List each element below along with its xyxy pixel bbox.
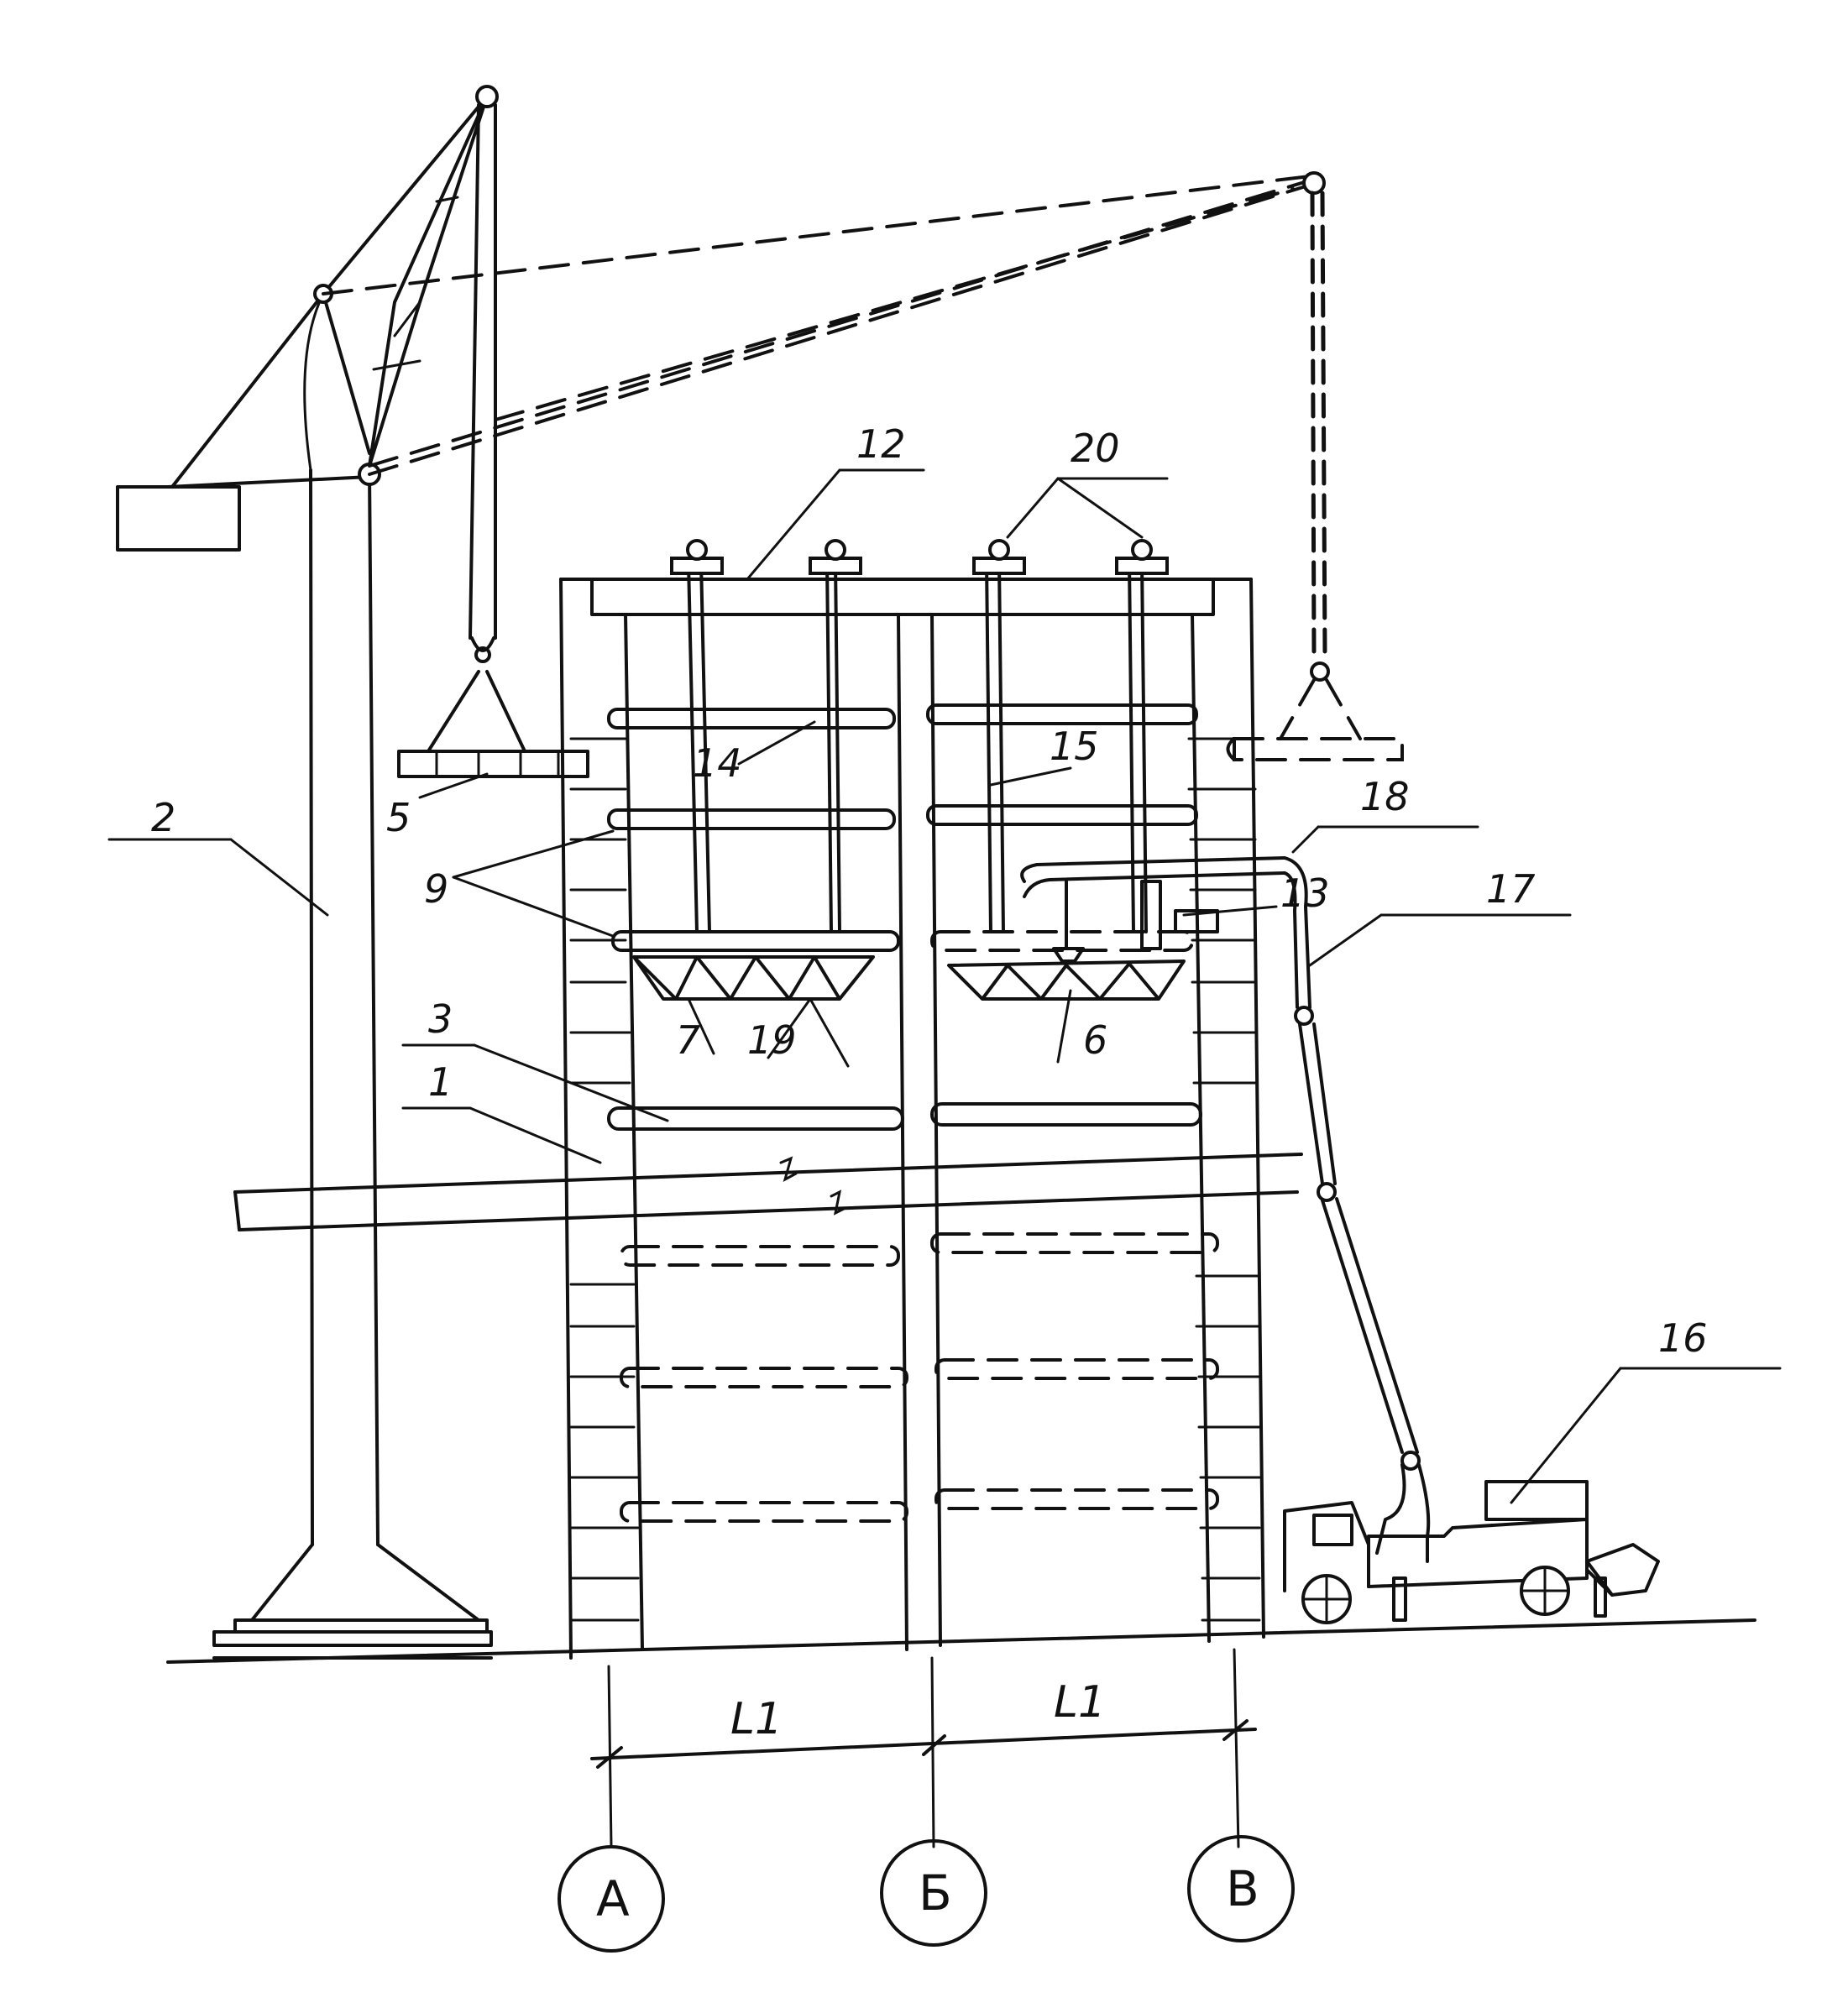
- leader-lines: [107, 468, 1782, 1504]
- axis-v-bubble: [1187, 1835, 1295, 1942]
- crane-boom-alternate-position: [322, 171, 1404, 761]
- label-6: 6: [1083, 1017, 1107, 1063]
- building-frame: [233, 539, 1303, 1660]
- label-17: 17: [1486, 866, 1536, 912]
- concrete-pump-truck: [1283, 856, 1660, 1624]
- lifted-panel: [397, 750, 589, 778]
- span-label-right: L1: [1054, 1677, 1106, 1728]
- grid-axes: А Б В: [558, 1835, 1295, 1953]
- label-13: 13: [1280, 871, 1330, 916]
- label-5: 5: [386, 795, 411, 840]
- axis-b-bubble: [880, 1839, 987, 1947]
- tower-crane: [116, 85, 589, 1660]
- top-form-beam: [590, 578, 1215, 616]
- slab-item-3: [607, 1106, 904, 1131]
- span-label-left: L1: [730, 1694, 783, 1744]
- jacks: [670, 539, 1169, 575]
- concrete-distributor: [1020, 856, 1286, 883]
- axis-b-label: Б: [919, 1864, 952, 1922]
- counterweight: [116, 485, 241, 552]
- label-18: 18: [1360, 774, 1410, 819]
- label-1: 1: [428, 1059, 453, 1105]
- label-20: 20: [1071, 426, 1120, 471]
- label-7: 7: [676, 1017, 700, 1063]
- label-19: 19: [747, 1017, 797, 1063]
- axis-v-label: В: [1226, 1860, 1259, 1917]
- axis-a-bubble: [558, 1845, 665, 1953]
- truss-form-left: [632, 955, 875, 1001]
- lower-floors: [620, 1232, 1219, 1523]
- item-labels: 12 20 2 5 14 15 9 18 13 17 3 1 7 19 6 16: [151, 421, 1708, 1361]
- label-2: 2: [151, 795, 175, 840]
- floor-slab-item-1: [233, 1153, 1303, 1231]
- label-15: 15: [1050, 724, 1099, 769]
- label-16: 16: [1658, 1315, 1708, 1361]
- span-dimensions: L1 L1: [590, 1648, 1257, 1848]
- truss-form-right: [947, 959, 1186, 1001]
- label-14: 14: [693, 740, 742, 786]
- ground-line: [166, 1618, 1756, 1664]
- axis-a-label: А: [596, 1870, 630, 1927]
- label-12: 12: [856, 421, 906, 467]
- label-9: 9: [424, 866, 448, 912]
- label-3: 3: [428, 996, 453, 1042]
